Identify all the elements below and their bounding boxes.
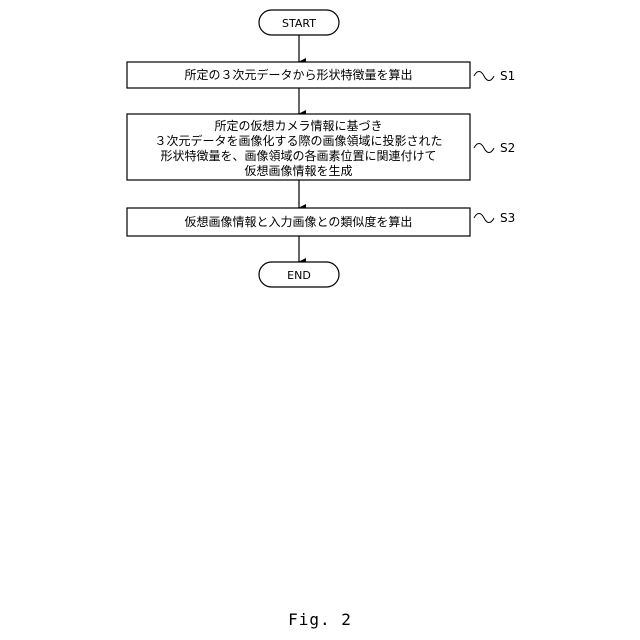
step-s1: 所定の３次元データから形状特徴量を算出 S1 [127, 62, 515, 88]
step-s2-text-line2: ３次元データを画像化する際の画像領域に投影された [154, 133, 442, 148]
end-label: END [287, 269, 311, 282]
figure-caption: Fig. 2 [0, 610, 640, 629]
end-terminal: END [259, 262, 339, 287]
start-terminal: START [259, 10, 339, 35]
flowchart: START 所定の３次元データから形状特徴量を算出 S1 所定の仮想カメラ情報に… [0, 0, 640, 600]
step-s3-leader [474, 214, 494, 223]
step-s1-text: 所定の３次元データから形状特徴量を算出 [184, 67, 412, 82]
step-s1-leader [474, 72, 494, 81]
start-label: START [282, 17, 316, 30]
step-s1-id: S1 [500, 69, 515, 83]
step-s3-id: S3 [500, 211, 515, 225]
step-s2-text-line4: 仮想画像情報を生成 [244, 163, 352, 178]
step-s3-text: 仮想画像情報と入力画像との類似度を算出 [185, 214, 413, 229]
step-s2-id: S2 [500, 141, 515, 155]
step-s2: 所定の仮想カメラ情報に基づき ３次元データを画像化する際の画像領域に投影された … [127, 114, 515, 180]
step-s2-leader [474, 144, 494, 153]
step-s2-text-line1: 所定の仮想カメラ情報に基づき [214, 118, 382, 133]
step-s3: 仮想画像情報と入力画像との類似度を算出 S3 [127, 208, 515, 236]
step-s2-text-line3: 形状特徴量を、画像領域の各画素位置に関連付けて [160, 148, 436, 163]
